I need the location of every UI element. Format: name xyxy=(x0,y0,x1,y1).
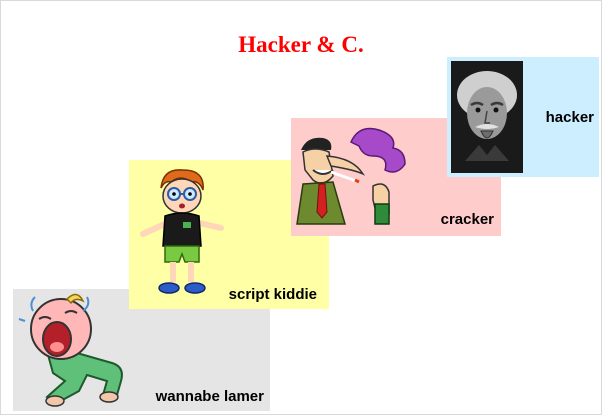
smoking-man-icon xyxy=(296,127,406,225)
label-script-kiddie: script kiddie xyxy=(228,286,317,303)
kid-with-glasses-icon xyxy=(140,169,224,294)
card-hacker: hacker xyxy=(447,57,599,177)
card-cracker: cracker xyxy=(291,118,501,236)
label-hacker: hacker xyxy=(545,109,594,126)
crying-baby-icon xyxy=(18,293,123,407)
card-wannabe-lamer: wannabe lamer xyxy=(13,289,270,411)
label-cracker: cracker xyxy=(440,211,494,228)
einstein-photo xyxy=(451,61,523,173)
slide-title: Hacker & C. xyxy=(238,32,364,57)
label-wannabe-lamer: wannabe lamer xyxy=(155,388,264,405)
